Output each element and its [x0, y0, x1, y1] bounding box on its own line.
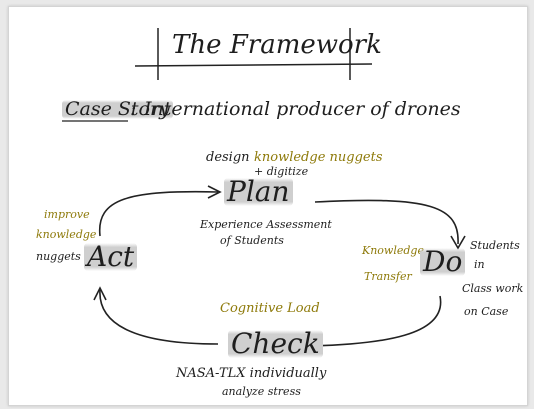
check-below-line2: analyze stress [222, 385, 301, 398]
plan-below-line1: Experience Assessment [200, 218, 332, 231]
do-students-line3: Class work [462, 282, 524, 295]
case-story-label: Case Story [62, 100, 173, 119]
check-label: Check [228, 330, 323, 358]
arrowhead-act [93, 286, 107, 301]
check-below-line1: NASA-TLX individually [176, 366, 327, 381]
arrowhead-plan [207, 185, 222, 199]
do-students-line4: on Case [464, 305, 509, 318]
plan-annotation-nuggets: knowledge nuggets [254, 150, 383, 165]
plan-annotation-design: design [206, 150, 250, 165]
arrow-plan-to-do [314, 199, 459, 245]
case-story-separator: : [130, 98, 137, 120]
check-above-cognitive-load: Cognitive Load [220, 301, 320, 316]
do-note-knowledge: Knowledge [362, 244, 424, 257]
plan-label: Plan [224, 178, 293, 206]
arrow-check-to-act [99, 289, 219, 345]
act-note-knowledge: knowledge [36, 228, 97, 241]
do-note-transfer: Transfer [364, 270, 412, 283]
act-note-improve: improve [44, 208, 90, 221]
do-students-line2: in [474, 258, 485, 271]
plan-annotation-digitize: + digitize [254, 165, 309, 178]
plan-below-line2: of Students [220, 234, 284, 247]
case-story-text: International producer of drones [144, 98, 461, 120]
title-underline [134, 63, 373, 67]
arrow-act-to-plan [98, 190, 219, 237]
act-label: Act [84, 243, 138, 271]
do-students-line1: Students [470, 239, 520, 252]
arrow-do-to-check [311, 295, 442, 347]
act-note-nuggets: nuggets [36, 250, 81, 263]
do-label: Do [420, 248, 466, 276]
page-title: The Framework [172, 30, 382, 60]
